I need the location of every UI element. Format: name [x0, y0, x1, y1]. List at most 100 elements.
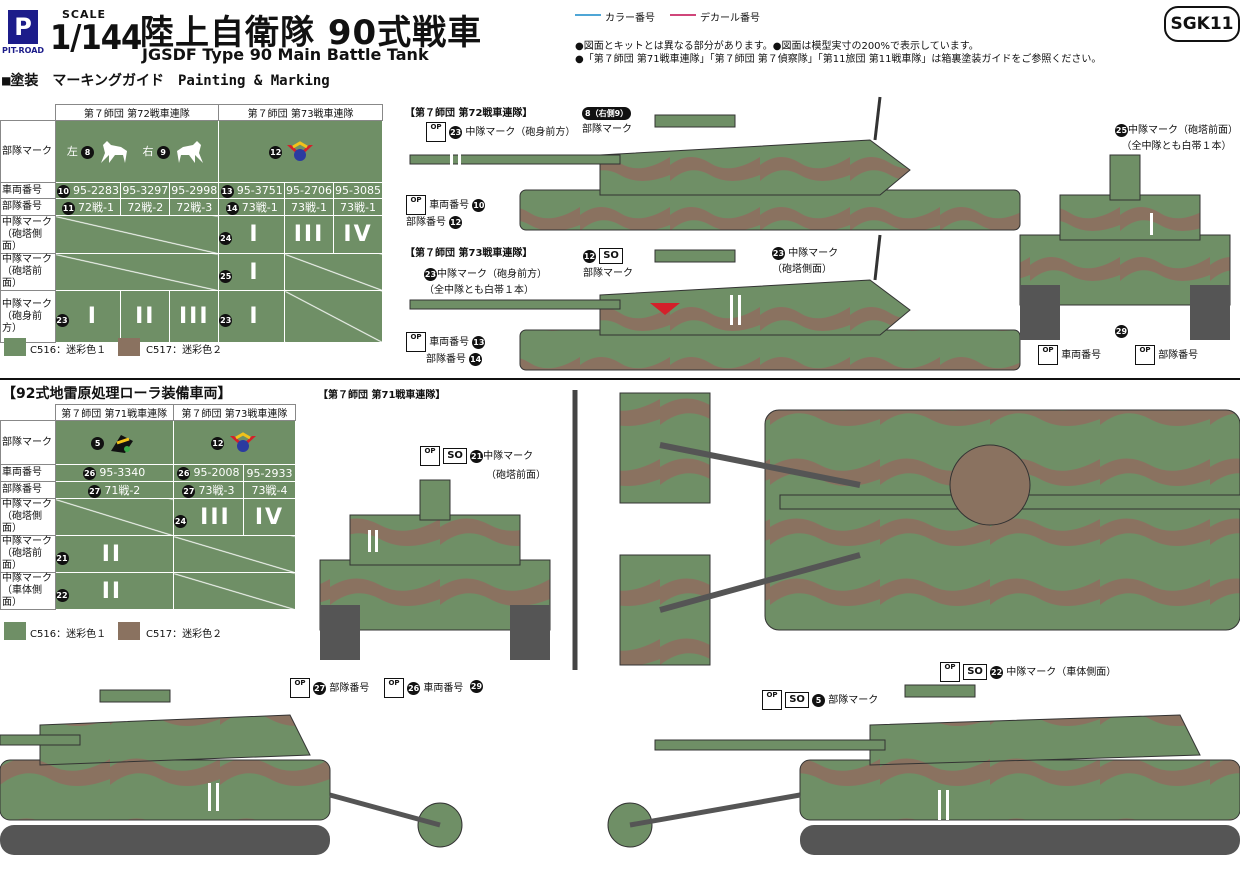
- callout-t73-barrel: 23中隊マーク（砲身前方）（全中隊とも白帯１本）: [424, 268, 547, 296]
- roller-tank-side-right: [607, 684, 1240, 855]
- callout-t72-title: 【第７師団 第72戦車連隊】: [405, 108, 533, 119]
- marking-table-1: 第７師団 第72戦車連隊 第７師団 第73戦車連隊 部隊マーク 左 8 右 9 …: [0, 104, 383, 343]
- op-icon: OP: [1038, 345, 1058, 365]
- t2-a-unit-num: 5: [91, 436, 105, 450]
- callout-t73-unitno: 部隊番号 14: [426, 353, 483, 366]
- t2-front-empty: [172, 535, 297, 573]
- legend-decal-line: [670, 14, 696, 16]
- t2-vehicle-b1: 95-2933: [246, 466, 293, 480]
- callout-t73-side: 23 中隊マーク（砲塔側面）: [772, 247, 839, 275]
- unit-emblem-icon: [287, 140, 314, 161]
- t1-vehicle-a1: 95-3297: [122, 184, 169, 197]
- swatch-c516: [4, 338, 26, 356]
- t1-unitno-a2: 72戦-3: [176, 201, 213, 214]
- tank-side-views-upper: [409, 96, 1231, 371]
- t2-hull-num: 22: [55, 588, 69, 602]
- tank-73-side: [409, 234, 1021, 371]
- swatch-c516: [4, 622, 26, 640]
- t1-side-empty: [54, 215, 220, 254]
- roller-tank-front-view: [319, 479, 551, 660]
- roller-tank-top-view: [572, 390, 1240, 670]
- t2-row-hull: 中隊マーク（車体側面）: [0, 572, 56, 610]
- title-japanese: 陸上自衛隊 90式戦車: [140, 13, 483, 53]
- unit-emblem-icon: [229, 431, 256, 452]
- t1-row-front: 中隊マーク（砲塔前面）: [0, 253, 56, 291]
- unit-emblem-icon: [111, 434, 134, 453]
- t1-unitno-b2: 73戦-1: [340, 201, 376, 214]
- t1-vehicle-num-a: 10: [56, 184, 70, 198]
- op-icon: OP: [290, 678, 310, 698]
- t2-vehicle-num-a: 26: [83, 467, 97, 480]
- swatch-c516-label-2: C516：迷彩色１: [30, 629, 107, 640]
- swatch-c517-label: C517：迷彩色２: [146, 345, 223, 356]
- callout-front-vehicle: OP 車両番号: [1038, 345, 1101, 365]
- t1-vehicle-num-b: 13: [220, 184, 234, 198]
- legend-decal-label: デカール番号: [700, 13, 760, 24]
- t2-group-a: 第７師団 第71戦車連隊: [54, 404, 174, 421]
- scale-value: 1/144: [50, 18, 142, 58]
- t2-vehicle-b0: 95-2008: [193, 466, 240, 479]
- callout-t73-vehicle: OP 車両番号 13: [406, 332, 486, 352]
- t2-hull-empty: [172, 572, 297, 610]
- t1-right-num: 9: [156, 145, 170, 159]
- section2-title: 【92式地雷原処理ローラ装備車両】: [2, 386, 232, 402]
- callout-r-unit: OP SO 5 部隊マーク: [762, 690, 878, 710]
- t1-side-b0: I: [249, 222, 260, 247]
- t1-unitno-a0: 72戦-1: [78, 201, 114, 214]
- t2-b-unit-num: 12: [211, 436, 225, 450]
- callout-r-vehicle: OP 26 車両番号: [384, 678, 463, 698]
- t1-side-b2: IV: [343, 222, 373, 247]
- t1-unitno-num-b: 14: [225, 202, 239, 215]
- op-icon: OP: [762, 690, 782, 710]
- t1-left-num: 8: [81, 145, 95, 159]
- legend-color-label: カラー番号: [605, 13, 655, 24]
- roller-tank-side-left: [0, 689, 463, 855]
- t1-front-empty-b: [284, 253, 383, 291]
- t2-front-num: 21: [55, 551, 69, 565]
- note-line-2: ●「第７師団 第71戦車連隊」「第７師団 第７偵察隊」「第11旅団 第11戦車隊…: [575, 54, 1102, 65]
- tank-72-side: [409, 96, 1021, 231]
- t1-side-num: 24: [219, 232, 233, 245]
- t2-row-unit: 部隊マーク: [0, 420, 56, 465]
- t1-row-unit: 部隊マーク: [0, 120, 56, 183]
- t2-row-side: 中隊マーク（砲塔側面）: [0, 498, 56, 536]
- t1-vehicle-a0: 95-2283: [73, 183, 119, 197]
- t1-barrel-a1: II: [135, 304, 156, 329]
- t1-barrel-a2: III: [178, 304, 210, 329]
- t2-vehicle-num-b: 26: [177, 467, 191, 480]
- t2-row-front: 中隊マーク（砲塔前面）: [0, 535, 56, 573]
- t1-group-a: 第７師団 第72戦車連隊: [54, 104, 220, 121]
- callout-r-29: 29: [470, 680, 483, 693]
- t1-row-side: 中隊マーク（砲塔側面）: [0, 215, 56, 254]
- op-icon: OP: [384, 678, 404, 698]
- t1-b-unit-num: 12: [269, 145, 283, 159]
- callout-t73-title: 【第７師団 第73戦車連隊】: [405, 248, 533, 259]
- t2-vehicle-a0: 95-3340: [99, 466, 146, 479]
- t1-group-b: 第７師団 第73戦車連隊: [218, 104, 383, 121]
- t1-front-num: 25: [219, 269, 233, 283]
- t1-left-label: 左: [66, 144, 78, 158]
- callout-t71-title: 【第７師団 第71戦車連隊】: [318, 390, 446, 401]
- t1-barrel-num-a: 23: [55, 314, 69, 327]
- t1-unitno-a1: 72戦-2: [127, 201, 164, 214]
- op-icon: OP: [1135, 345, 1155, 365]
- t1-vehicle-b1: 95-2706: [286, 184, 333, 197]
- t2-unitno-b1: 73戦-4: [251, 484, 288, 497]
- roller-tank-views: [0, 390, 1240, 855]
- t1-vehicle-b2: 95-3085: [335, 184, 381, 197]
- t1-front-b: I: [249, 259, 260, 285]
- callout-r-front: OP SO 21中隊マーク （砲塔前面）: [420, 446, 546, 481]
- op-icon: OP: [406, 332, 426, 352]
- brand-logo: P PIT-ROAD: [2, 10, 48, 62]
- callout-front-unitno: OP 部隊番号: [1135, 345, 1198, 365]
- t1-unitno-b1: 73戦-1: [291, 201, 328, 214]
- legend-color-line: [575, 14, 601, 16]
- marking-table-2: 第７師団 第71戦車連隊 第７師団 第73戦車連隊 部隊マーク 5 12 車両番…: [0, 404, 297, 610]
- t1-barrel-b: I: [249, 304, 260, 329]
- scale-label: SCALE: [62, 8, 107, 21]
- t2-unitno-num-b: 27: [182, 485, 196, 498]
- callout-front-mark: 25中隊マーク（砲塔前面）（全中隊とも白帯１本）: [1115, 124, 1238, 152]
- so-icon: SO: [785, 692, 809, 708]
- t2-side-num: 24: [173, 514, 187, 528]
